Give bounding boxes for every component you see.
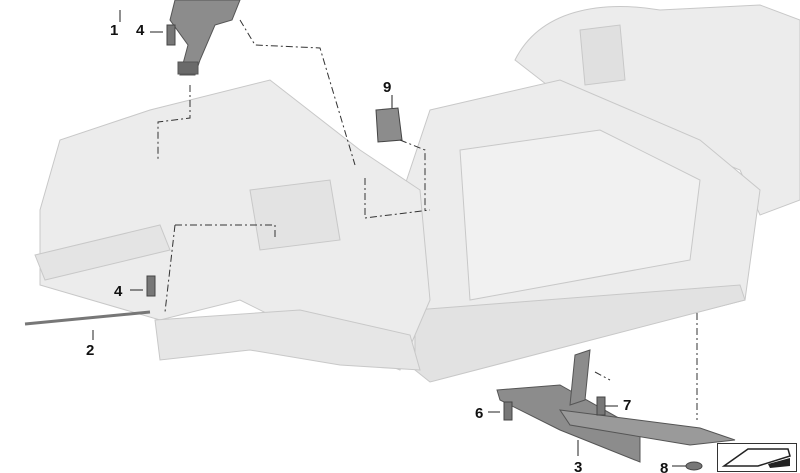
car-body-shell (34, 4, 800, 383)
callout-1: 1 (110, 22, 119, 39)
callout-6: 6 (475, 405, 484, 422)
part-strut-brace-1 (169, 0, 241, 76)
dash-dot-lines (157, 19, 698, 420)
callout-4-top: 4 (136, 22, 145, 39)
callout-8: 8 (660, 460, 669, 473)
callout-2: 2 (86, 342, 95, 359)
part-tie-rod-2 (24, 310, 151, 326)
part-panel-9 (375, 107, 403, 143)
part-underbody-brace-3 (496, 349, 736, 463)
thumbnail-part-icon (721, 448, 791, 468)
leader-lines (92, 10, 686, 467)
callout-9: 9 (383, 79, 392, 96)
callout-3: 3 (574, 459, 583, 473)
thumbnail-icon (717, 443, 797, 472)
callout-7: 7 (623, 397, 632, 414)
callout-4-bottom: 4 (114, 283, 123, 300)
